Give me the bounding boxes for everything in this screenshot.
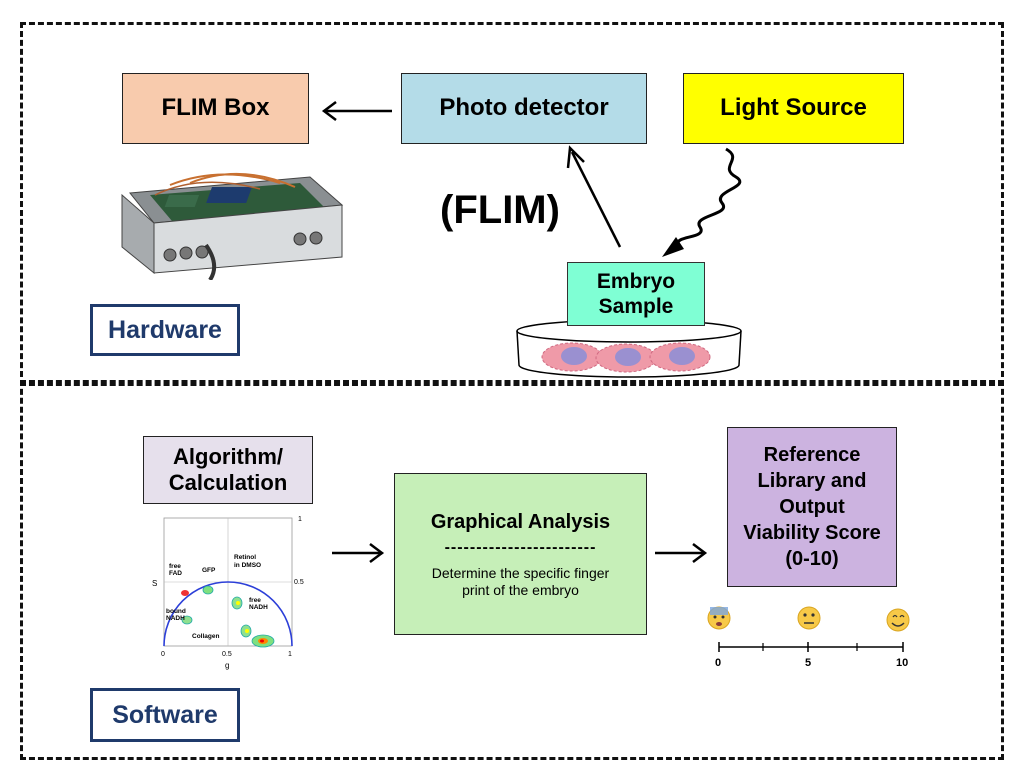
phasor-tick-1: 1 xyxy=(298,516,302,523)
phasor-annot-gfp: GFP xyxy=(202,567,216,574)
phasor-annot-free-nadh-2: NADH xyxy=(249,604,268,611)
score-tick-10: 10 xyxy=(896,657,908,669)
reference-line1: Reference xyxy=(763,444,861,466)
algorithm-line2: Calculation xyxy=(168,470,288,495)
reference-box: Reference Library and Output Viability S… xyxy=(727,427,897,587)
anxious-face-icon xyxy=(707,606,731,630)
arrow-sample-to-detector xyxy=(566,145,622,248)
phasor-tick-05: 0.5 xyxy=(294,579,304,586)
graphical-analysis-desc-line2: print of the embryo xyxy=(462,581,579,598)
flim-box: FLIM Box xyxy=(122,73,309,144)
viability-score-scale: 0 5 10 xyxy=(707,606,910,669)
neutral-face-icon xyxy=(797,606,821,630)
embryo-sample-box: Embryo Sample xyxy=(567,262,705,326)
flim-box-photo xyxy=(121,172,344,280)
score-tick-5: 5 xyxy=(805,657,811,669)
petri-dish xyxy=(516,319,742,378)
phasor-annot-retinol-2: in DMSO xyxy=(234,562,261,569)
arrow-detector-to-flimbox xyxy=(321,101,392,121)
phasor-annot-bound-nadh-1: bound xyxy=(166,608,186,615)
software-section xyxy=(20,380,1004,760)
graphical-analysis-title: Graphical Analysis xyxy=(430,510,611,533)
phasor-annot-free-nadh-1: free xyxy=(249,597,261,604)
photo-detector-box: Photo detector xyxy=(401,73,647,144)
software-section-label: Software xyxy=(90,688,240,742)
algorithm-line1: Algorithm/ xyxy=(173,443,283,469)
graphical-analysis-desc-line1: Determine the specific finger xyxy=(431,564,610,581)
light-wave-arrow xyxy=(662,147,742,257)
arrow-graphical-to-reference xyxy=(655,543,708,563)
light-source-label: Light Source xyxy=(720,94,867,122)
light-source-box: Light Source xyxy=(683,73,904,144)
hardware-label-text: Hardware xyxy=(108,315,222,344)
embryo-sample-line2: Sample xyxy=(598,295,674,318)
phasor-annot-retinol-1: Retinol xyxy=(234,554,256,561)
score-tick-0: 0 xyxy=(715,657,721,669)
phasor-annot-free-fad-1: free xyxy=(169,563,181,570)
phasor-annot-free-fad-2: FAD xyxy=(169,570,182,577)
arrow-algorithm-to-graphical xyxy=(332,543,385,563)
reference-line2: Library and xyxy=(757,470,867,492)
phasor-s-label: S xyxy=(152,579,157,588)
reference-line3: Output xyxy=(779,496,845,518)
embryo-sample-line1: Embryo xyxy=(596,269,676,293)
phasor-xtick-05: 0.5 xyxy=(222,651,232,658)
software-label-text: Software xyxy=(112,700,218,729)
flim-label: (FLIM) xyxy=(440,188,560,232)
happy-face-icon xyxy=(886,608,910,632)
phasor-g-label: g xyxy=(225,661,229,670)
phasor-annot-bound-nadh-2: NADH xyxy=(166,615,185,622)
hardware-section-label: Hardware xyxy=(90,304,240,356)
algorithm-box: Algorithm/ Calculation xyxy=(143,436,313,504)
phasor-annot-collagen: Collagen xyxy=(192,633,219,640)
reference-line5: (0-10) xyxy=(785,548,839,570)
phasor-xtick-1: 1 xyxy=(288,651,292,658)
photo-detector-label: Photo detector xyxy=(439,94,609,122)
phasor-xtick-0: 0 xyxy=(161,651,165,658)
flim-box-label: FLIM Box xyxy=(161,94,270,122)
graphical-analysis-divider: ------------------------ xyxy=(444,538,597,556)
phasor-plot: S 1 0.5 0 0.5 1 g free FAD GFP Retinol i… xyxy=(152,516,304,670)
hardware-section xyxy=(20,22,1004,386)
reference-line4: Viability Score xyxy=(743,522,881,544)
graphical-analysis-box: Graphical Analysis ---------------------… xyxy=(394,473,647,635)
